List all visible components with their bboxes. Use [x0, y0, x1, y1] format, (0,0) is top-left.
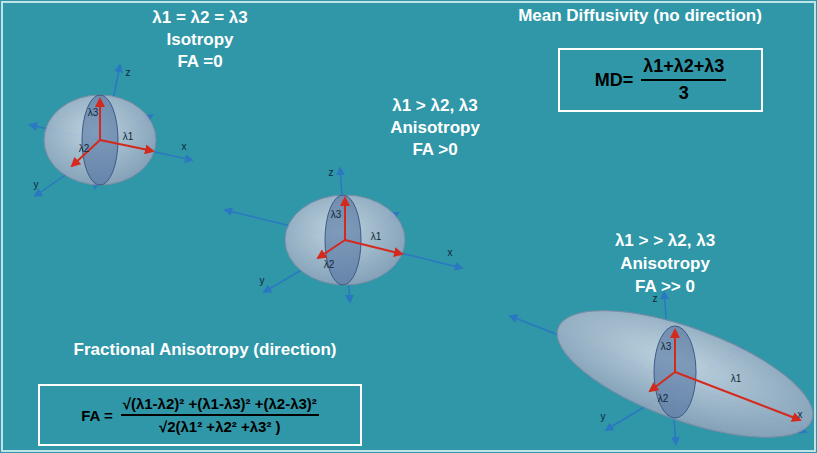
axis-label: y	[260, 275, 265, 286]
fraction: √(λ1-λ2)² +(λ1-λ3)² +(λ2-λ3)²√2(λ1² +λ2²…	[121, 395, 319, 435]
fa-value: FA >> 0	[635, 277, 695, 297]
eigenvalue-label: λ1	[123, 131, 134, 142]
axis-label: x	[448, 247, 453, 258]
numerator: √(λ1-λ2)² +(λ1-λ3)² +(λ2-λ3)²	[121, 395, 319, 416]
axis-label: x	[182, 141, 187, 152]
axis-label: y	[34, 179, 39, 190]
eigenvalue-label: λ2	[79, 143, 90, 154]
eigenvalue-label: λ2	[658, 393, 669, 404]
section-title: Fractional Anisotropy (direction)	[74, 340, 337, 360]
eigenvalue-label: λ3	[661, 341, 672, 352]
axis-label: x	[798, 409, 803, 420]
eigenvalue-label: λ3	[331, 209, 342, 220]
eigenvalue-label: λ2	[324, 259, 335, 270]
fa-value: FA =0	[177, 52, 222, 72]
condition-text: λ1 > > λ2, λ3	[615, 231, 715, 251]
numerator: λ1+λ2+λ3	[641, 56, 726, 81]
eigenvalue-label: λ1	[731, 373, 742, 384]
formula-lhs: MD=	[595, 70, 634, 91]
denominator: 3	[679, 81, 689, 104]
eigenvalue-label: λ1	[371, 231, 382, 242]
condition-text: λ1 > λ2, λ3	[392, 96, 478, 116]
state-text: Anisotropy	[620, 254, 710, 274]
axis-label: y	[601, 411, 606, 422]
isotropic-ellipsoid	[30, 65, 192, 196]
formula-box: MD= λ1+λ2+λ33	[558, 48, 763, 112]
fraction: λ1+λ2+λ33	[641, 56, 726, 104]
axis-label: z	[653, 293, 658, 304]
axis-label: z	[126, 67, 131, 78]
state-text: Anisotropy	[390, 118, 480, 138]
section-title: Mean Diffusivity (no direction)	[518, 6, 762, 26]
condition-text: λ1 = λ2 = λ3	[152, 8, 247, 28]
formula-box: FA = √(λ1-λ2)² +(λ1-λ3)² +(λ2-λ3)²√2(λ1² …	[38, 384, 362, 446]
eigenvalue-label: λ3	[88, 107, 99, 118]
fa-value: FA >0	[412, 140, 457, 160]
denominator: √2(λ1² +λ2² +λ3² )	[159, 416, 281, 435]
state-text: Isotropy	[166, 30, 233, 50]
anisotropic-ellipsoid	[225, 168, 462, 302]
axis-label: z	[329, 167, 334, 178]
formula-lhs: FA =	[81, 407, 113, 424]
strongly-anisotropic-ellipsoid	[510, 285, 817, 453]
